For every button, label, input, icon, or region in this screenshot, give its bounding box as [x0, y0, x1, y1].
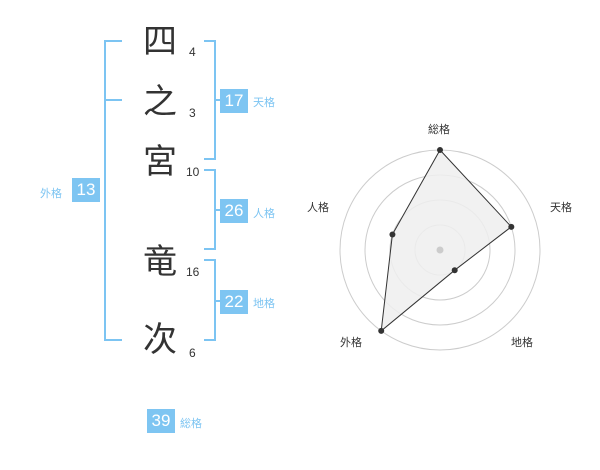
stroke-count-5: 6 — [189, 346, 196, 360]
radar-point-2 — [508, 223, 515, 230]
name-char-2: 之 — [143, 82, 177, 122]
radar-point-3 — [451, 267, 458, 274]
jinkaku-value: 26 — [220, 199, 248, 223]
tenkaku-value: 17 — [220, 89, 248, 113]
radar-point-1 — [437, 147, 443, 153]
jinkaku-bracket-tick — [214, 209, 222, 211]
chikaku-label: 地格 — [253, 297, 275, 310]
stroke-count-1: 4 — [189, 45, 196, 59]
radar-axis-label-tenkaku: 天格 — [550, 201, 572, 214]
radar-polygon — [380, 149, 513, 333]
gaikaku-bracket — [104, 40, 122, 341]
tenkaku-bracket-tick — [214, 99, 222, 101]
stroke-count-3: 10 — [186, 165, 200, 179]
chikaku-value: 22 — [220, 290, 248, 314]
gaikaku-value: 13 — [72, 178, 100, 202]
radar-point-5 — [389, 231, 396, 238]
gaikaku-label: 外格 — [40, 187, 62, 200]
radar-axis-label-chikaku: 地格 — [511, 336, 533, 349]
soukaku-label: 総格 — [180, 417, 202, 430]
chikaku-bracket-tick — [214, 300, 222, 302]
tenkaku-label: 天格 — [253, 96, 275, 109]
stroke-count-4: 16 — [186, 265, 200, 279]
jinkaku-label: 人格 — [253, 207, 275, 220]
radar-axis-label-jinkaku: 人格 — [307, 201, 329, 214]
radar-point-4 — [378, 327, 385, 334]
radar-axis-label-gaikaku: 外格 — [340, 336, 362, 349]
gaikaku-bracket-divider — [104, 99, 122, 101]
name-char-4: 竜 — [143, 242, 177, 282]
name-char-5: 次 — [143, 320, 177, 360]
stroke-count-2: 3 — [189, 106, 196, 120]
radar-axis-label-soukaku: 総格 — [428, 123, 450, 136]
name-char-3: 宮 — [143, 142, 177, 182]
name-char-1: 四 — [143, 22, 177, 62]
radar-center-dot — [436, 246, 444, 254]
soukaku-value: 39 — [147, 409, 175, 433]
